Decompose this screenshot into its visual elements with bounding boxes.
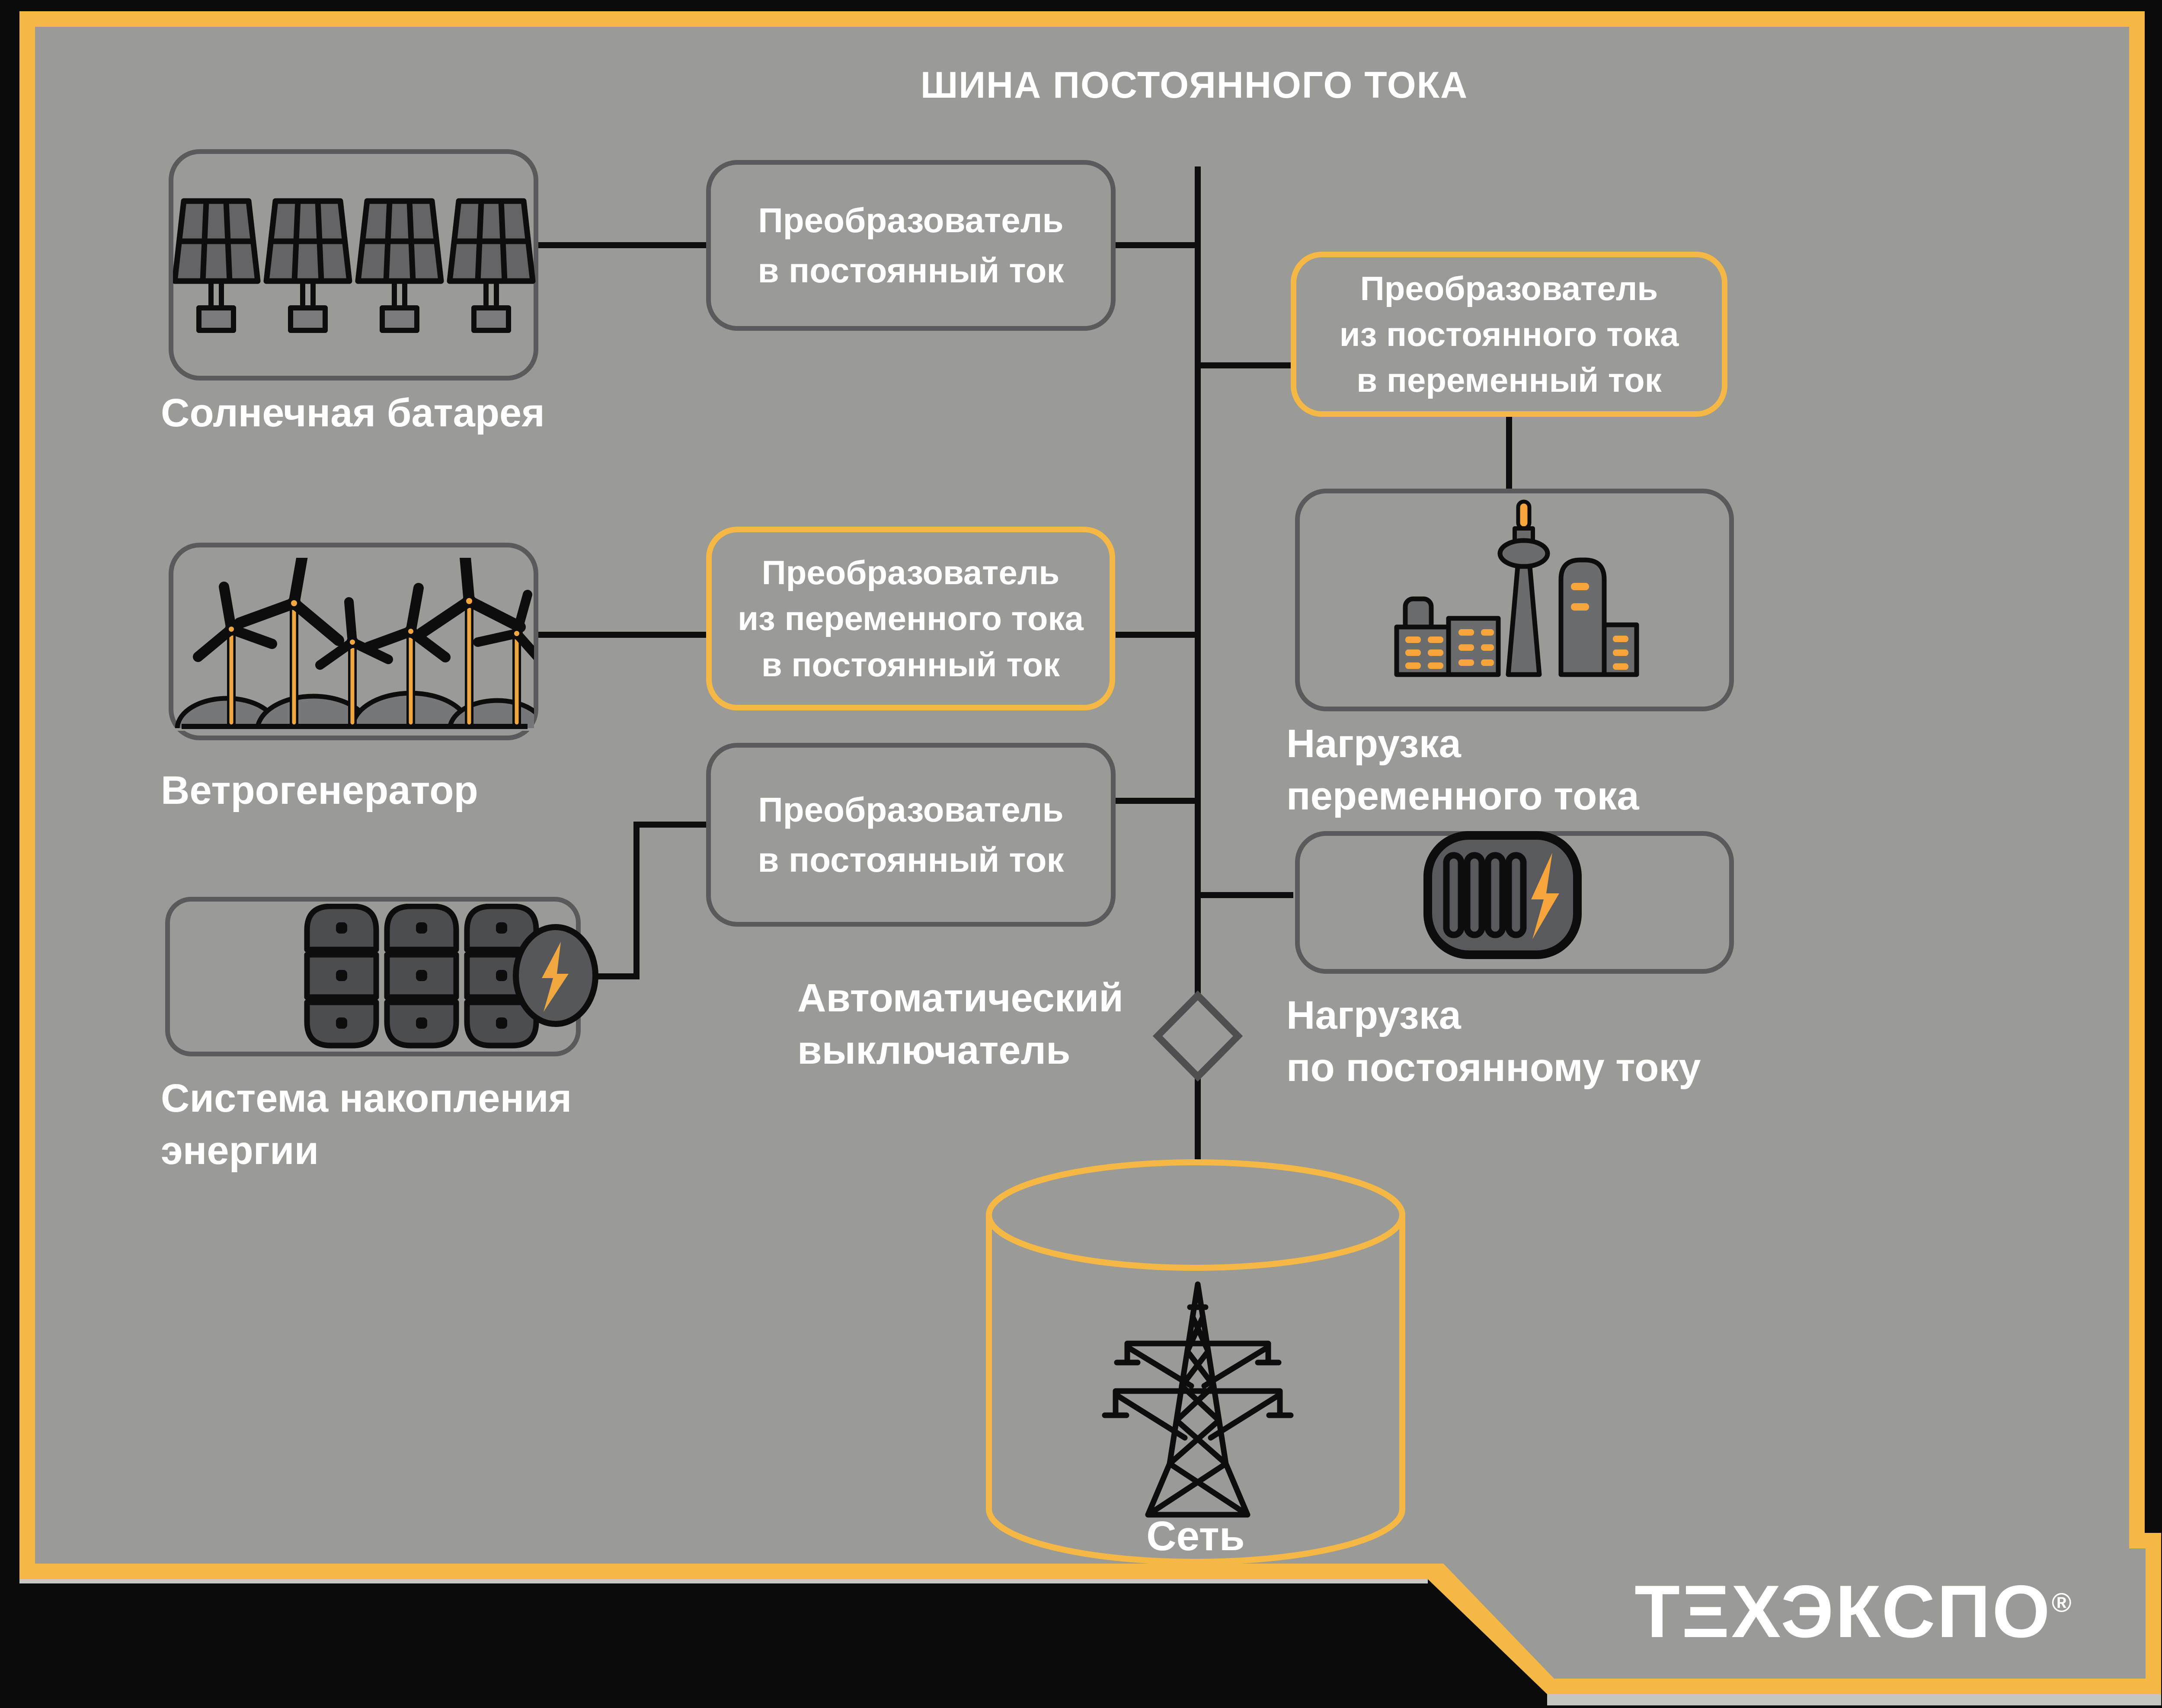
frame-shadow-line-left [19, 1579, 1428, 1583]
solar-box [169, 149, 538, 381]
converter-dc-ac-text: Преобразователь из постоянного тока в пе… [1339, 269, 1679, 400]
dc-load-label: Нагрузка по постоянному току [1286, 993, 1701, 1090]
ac-load-box [1295, 489, 1734, 711]
converter-storage-box: Преобразователь в постоянный ток [706, 743, 1116, 927]
battery-cells-icon [304, 904, 598, 1049]
storage-label: Система накопления энергии [161, 1076, 572, 1173]
city-buildings-icon [1394, 499, 1639, 677]
converter-storage-text: Преобразователь в постоянный ток [758, 790, 1064, 879]
wind-turbines-icon [175, 558, 534, 731]
diamond-breaker-icon [1152, 990, 1243, 1082]
converter-wind-text: Преобразователь из переменного тока в по… [738, 553, 1084, 684]
wind-label: Ветрогенератор [161, 768, 478, 812]
transmission-tower-icon [1102, 1281, 1294, 1518]
converter-solar-text: Преобразователь в постоянный ток [758, 201, 1064, 290]
wind-box [169, 543, 538, 740]
registered-mark: ® [2051, 1588, 2072, 1618]
converter-solar-box: Преобразователь в постоянный ток [706, 160, 1116, 331]
logo-text: ТΞХЭКСПО [1634, 1570, 2052, 1653]
solar-label: Солнечная батарея [161, 391, 545, 435]
ac-load-label: Нагрузка переменного тока [1286, 722, 1639, 819]
battery-icon [1423, 831, 1582, 959]
converter-dc-ac-box: Преобразователь из постоянного тока в пе… [1291, 252, 1727, 417]
grid-label: Сеть [1146, 1513, 1245, 1559]
line-storage-to-converter [581, 822, 709, 979]
grid-cylinder-icon [986, 1159, 1405, 1565]
solar-panels-icon [173, 198, 536, 333]
main-panel [35, 27, 2146, 1679]
converter-wind-box: Преобразователь из переменного тока в по… [706, 527, 1115, 710]
connector-lines [538, 166, 1512, 1164]
logo: ТΞХЭКСПО® [1634, 1569, 2072, 1654]
breaker-label: Автоматический выключатель [797, 976, 1123, 1073]
dc-bus-title: ШИНА ПОСТОЯННОГО ТОКА [920, 64, 1468, 106]
frame-shadow-line-tab [1547, 1694, 2161, 1705]
